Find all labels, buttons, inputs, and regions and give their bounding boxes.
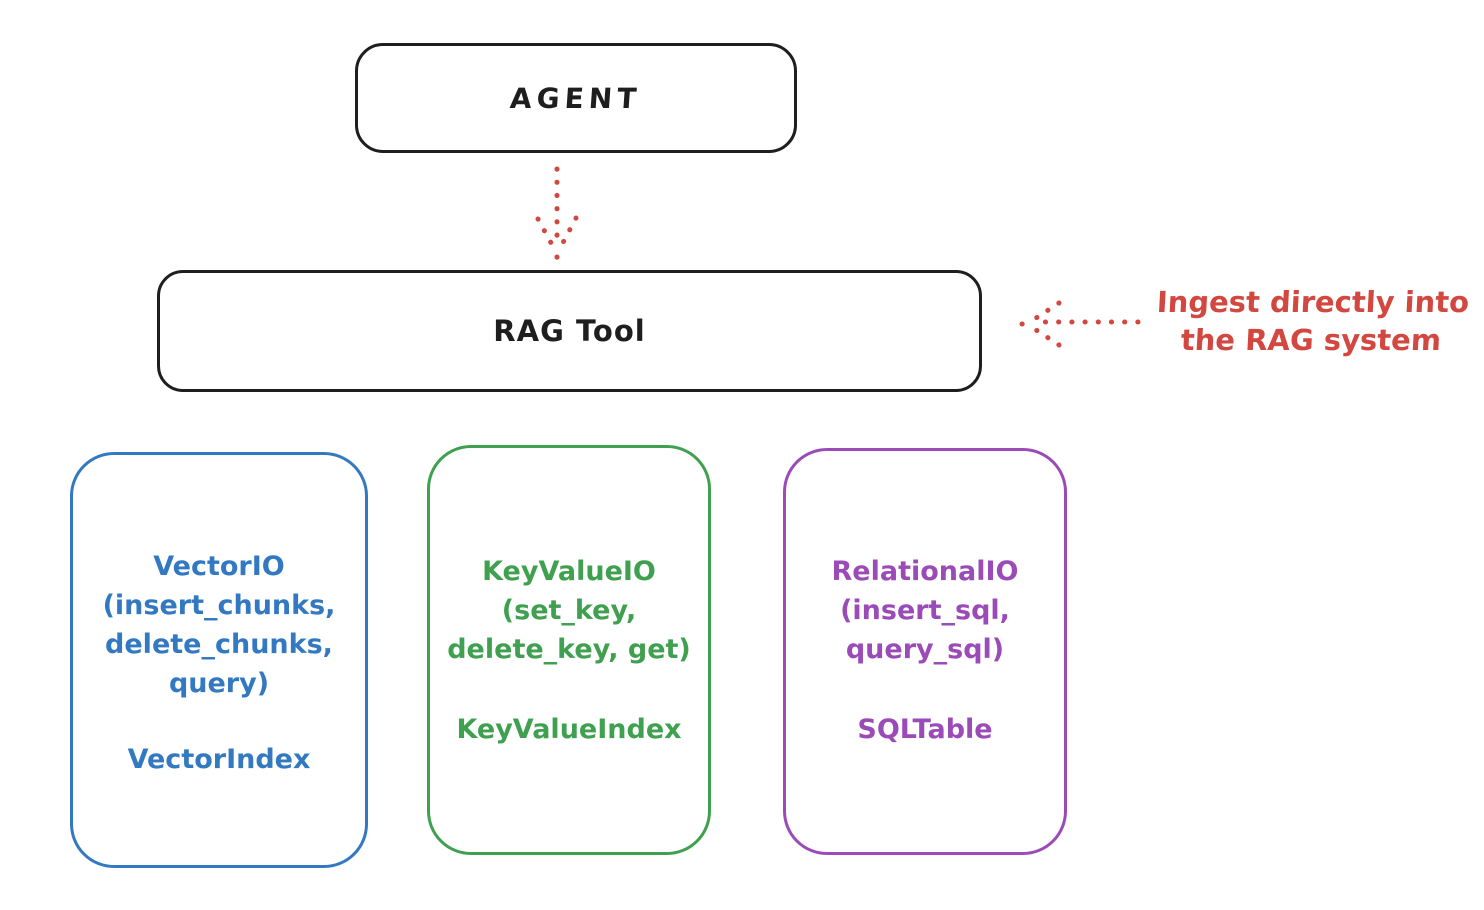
ingest-annotation-line2: the RAG system: [1180, 323, 1442, 357]
relationalio-title-line: (insert_sql,: [840, 595, 1010, 626]
keyvalueio-title: KeyValueIO (set_key, delete_key, get): [430, 552, 708, 669]
relationalio-box: RelationalIO (insert_sql, query_sql) SQL…: [783, 448, 1067, 855]
ingest-annotation: Ingest directly into the RAG system: [1138, 283, 1484, 359]
relationalio-title-line: query_sql): [845, 634, 1005, 665]
agent-box: AGENT: [355, 43, 797, 153]
relationalio-content: RelationalIO (insert_sql, query_sql) SQL…: [786, 451, 1064, 749]
vectorio-box: VectorIO (insert_chunks, delete_chunks, …: [70, 452, 368, 868]
ingest-annotation-arrow: [1019, 300, 1141, 348]
vectorio-title-line: VectorIO: [153, 551, 285, 582]
agent-label: AGENT: [509, 81, 643, 115]
vector-index-label: VectorIndex: [127, 744, 311, 775]
ingest-annotation-line1: Ingest directly into: [1156, 285, 1470, 319]
vectorio-title-line: (insert_chunks,: [102, 590, 336, 621]
relationalio-title: RelationalIO (insert_sql, query_sql): [786, 552, 1064, 669]
relationalio-title-line: RelationalIO: [831, 556, 1019, 587]
rag-tool-label: RAG Tool: [493, 314, 646, 348]
keyvalueio-title-line: delete_key, get): [447, 634, 691, 665]
sqltable-label: SQLTable: [857, 714, 993, 745]
vectorio-title: VectorIO (insert_chunks, delete_chunks, …: [73, 547, 365, 703]
keyvalueio-title-line: (set_key,: [501, 595, 637, 626]
keyvalueio-content: KeyValueIO (set_key, delete_key, get) Ke…: [430, 448, 708, 749]
rag-tool-box: RAG Tool: [157, 270, 982, 392]
vectorio-title-line: query): [168, 668, 270, 699]
agent-to-ragtool-arrow: [535, 166, 579, 260]
keyvalueio-title-line: KeyValueIO: [482, 556, 656, 587]
keyvalueio-box: KeyValueIO (set_key, delete_key, get) Ke…: [427, 445, 711, 855]
vectorio-title-line: delete_chunks,: [105, 629, 333, 660]
keyvalue-index-label: KeyValueIndex: [456, 714, 682, 745]
vectorio-content: VectorIO (insert_chunks, delete_chunks, …: [73, 455, 365, 779]
